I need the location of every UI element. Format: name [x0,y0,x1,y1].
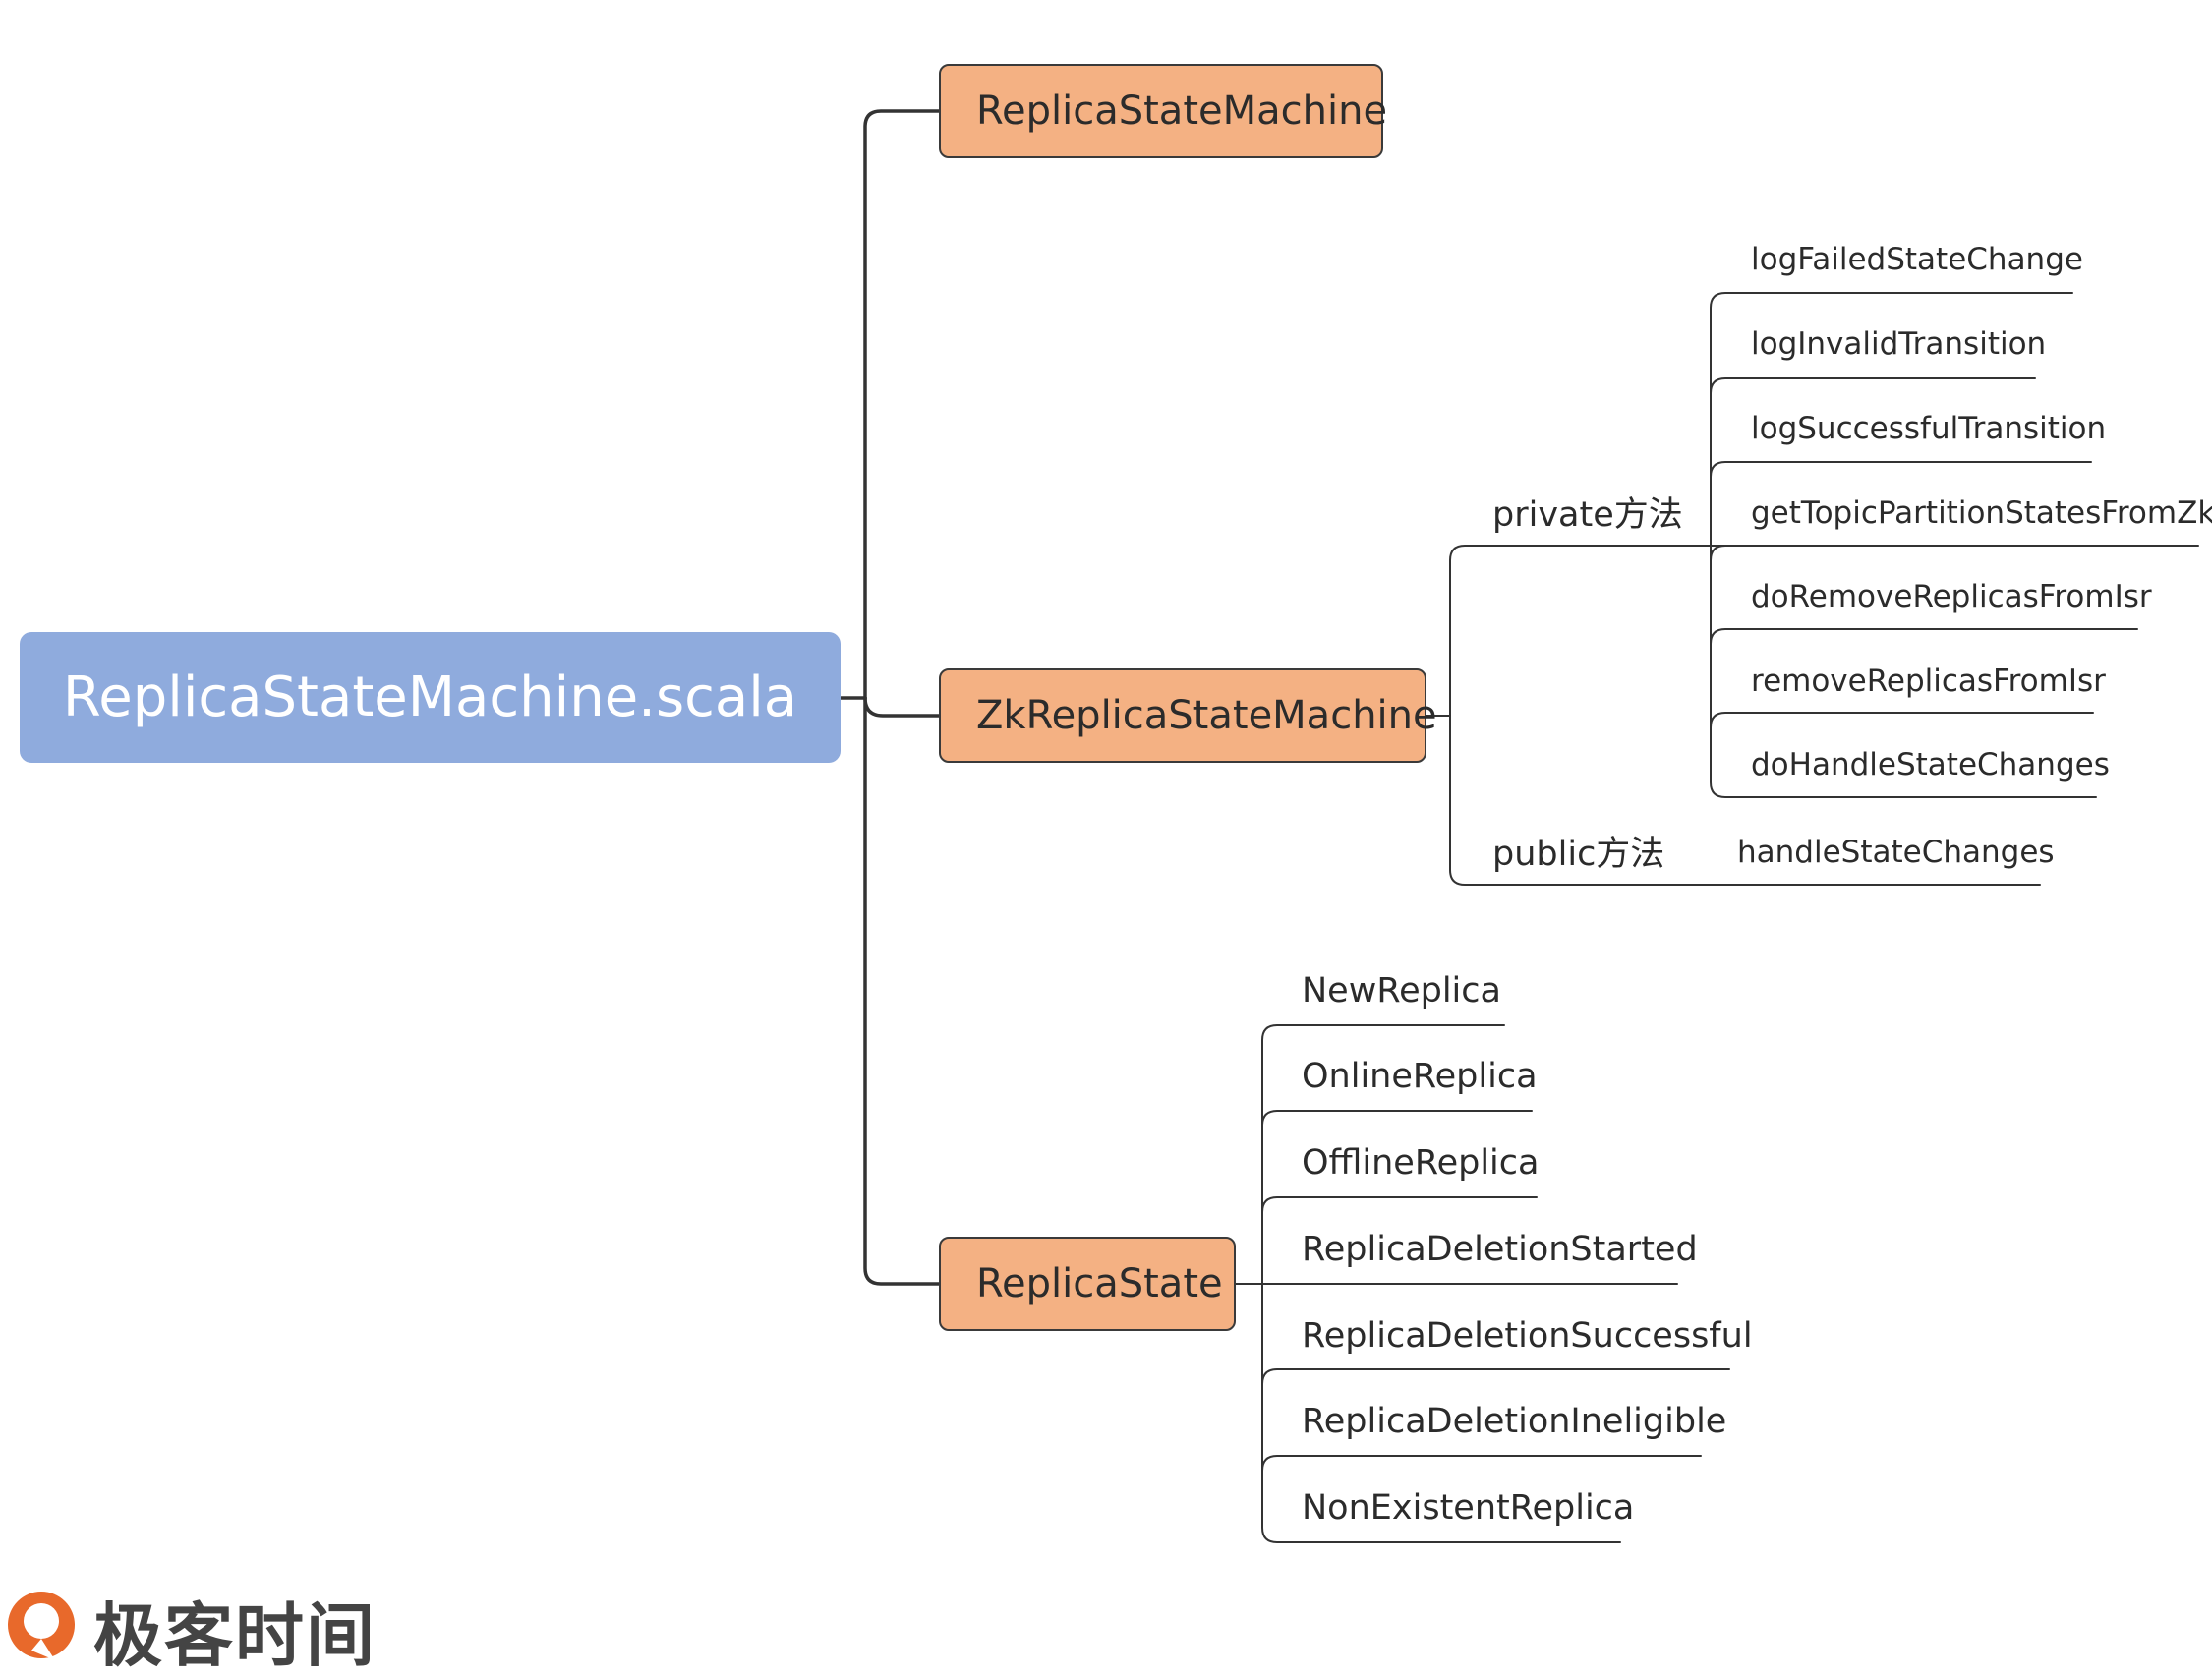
root-node: ReplicaStateMachine.scala [20,632,841,763]
branch-replicastatemachine [863,109,941,700]
method-item: removeReplicasFromIsr [1751,660,2106,703]
group-public-methods: public方法 [1492,826,1664,875]
method-item: doHandleStateChanges [1751,743,2110,786]
branch-replicastate [863,696,941,1286]
root-label: ReplicaStateMachine.scala [62,666,798,729]
method-label: getTopicPartitionStatesFromZk [1751,495,2212,531]
geektime-logo-icon [8,1592,75,1660]
state-item: NewReplica [1302,966,1501,1015]
state-item: ReplicaDeletionStarted [1302,1225,1698,1274]
method-item: getTopicPartitionStatesFromZk [1751,492,2212,535]
state-item: OfflineReplica [1302,1138,1539,1188]
method-item: doRemoveReplicasFromIsr [1751,575,2152,618]
method-label: logFailedStateChange [1751,242,2083,277]
state-item: ReplicaDeletionIneligible [1302,1397,1726,1446]
branch-zkreplicastatemachine [863,696,941,718]
state-label: OfflineReplica [1302,1143,1540,1183]
zk-group-bracket-public [1449,715,2041,886]
logo-text: 极客时间 [93,1595,377,1676]
replicastate-bracket [1261,1024,1505,1285]
zk-group-bracket [1449,545,1731,717]
group-private-methods: private方法 [1492,487,1683,536]
method-label: logSuccessfulTransition [1751,411,2107,446]
state-item: NonExistentReplica [1302,1483,1634,1533]
state-item: OnlineReplica [1302,1052,1538,1101]
method-item: logInvalidTransition [1751,322,2046,366]
node-replicastate: ReplicaState [939,1237,1236,1331]
state-label: NewReplica [1302,971,1501,1011]
method-label: removeReplicasFromIsr [1751,664,2106,699]
node-replicastatemachine: ReplicaStateMachine [939,64,1387,158]
method-label: doHandleStateChanges [1751,747,2110,782]
state-label: ReplicaDeletionStarted [1302,1230,1698,1269]
method-label: logInvalidTransition [1751,326,2047,362]
node-zkreplicastatemachine: ZkReplicaStateMachine [939,668,1437,763]
group-label: public方法 [1492,834,1665,874]
method-item: logFailedStateChange [1751,238,2083,281]
state-label: ReplicaDeletionIneligible [1302,1402,1727,1441]
state-label: ReplicaDeletionSuccessful [1302,1316,1753,1356]
group-label: private方法 [1492,494,1683,535]
method-label: handleStateChanges [1737,835,2055,870]
method-item: logSuccessfulTransition [1751,407,2106,450]
node-label: ReplicaState [976,1261,1223,1306]
state-item: ReplicaDeletionSuccessful [1302,1311,1753,1361]
private-bracket [1710,292,2073,547]
method-label: doRemoveReplicasFromIsr [1751,579,2152,614]
state-label: OnlineReplica [1302,1057,1538,1096]
node-label: ZkReplicaStateMachine [976,693,1437,738]
node-label: ReplicaStateMachine [976,88,1388,134]
method-item: handleStateChanges [1737,831,2055,874]
state-label: NonExistentReplica [1302,1488,1635,1528]
